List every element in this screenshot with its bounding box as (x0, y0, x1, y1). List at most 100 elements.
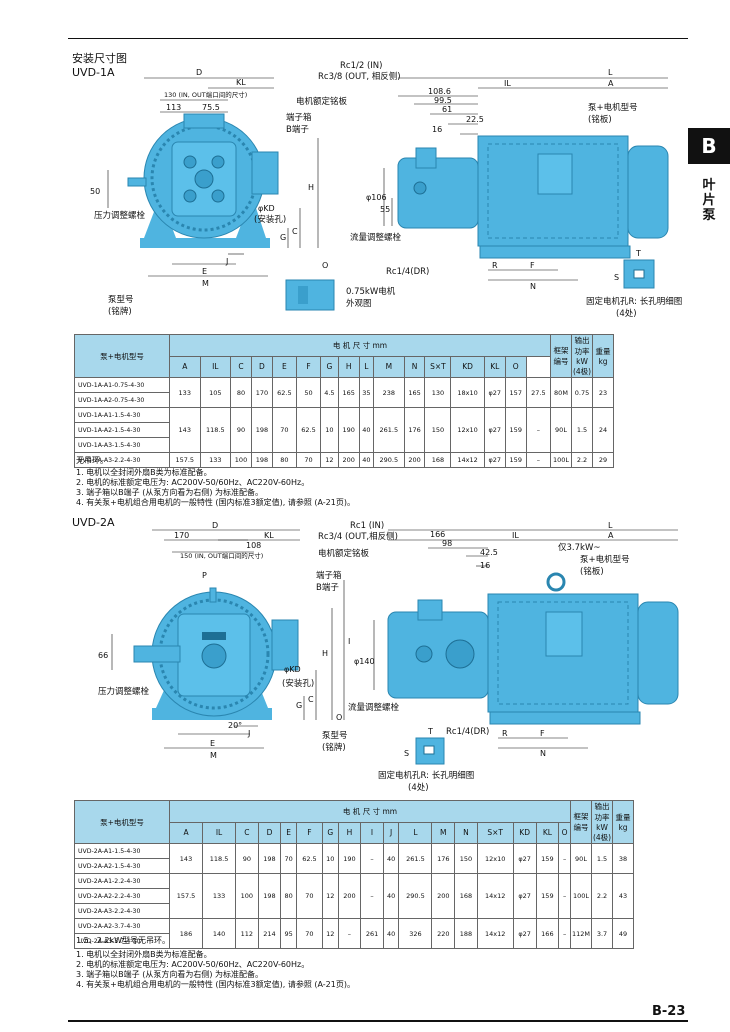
value-cell: 12x10 (476, 843, 514, 874)
weight-cell: 38 (612, 843, 634, 874)
weight-cell: 29 (592, 452, 614, 468)
table2-col-4: E (280, 821, 297, 844)
model-cell: UVD-2A-A2-3.7-4-30 (74, 918, 170, 934)
dim2-i: I (348, 637, 350, 646)
dim2-n: N (540, 749, 546, 758)
value-cell: 130 (424, 377, 452, 408)
model-cell: UVD-1A-A1-1.5-4-30 (74, 407, 170, 423)
dim2-r: R (502, 729, 508, 738)
table2-group-head: 电 机 尺 寸 mm (169, 800, 571, 823)
value-cell: φ27 (512, 918, 537, 949)
value-cell: 143 (168, 843, 204, 874)
table1-col-0: A (169, 355, 201, 378)
label-plate2: (铭板) (588, 114, 612, 125)
value-cell: – (360, 873, 384, 919)
value-cell: 12x10 (450, 407, 485, 453)
table2-col-15: KL (535, 821, 560, 844)
dim-a: A (608, 79, 614, 88)
section-tab-b: B (688, 128, 730, 164)
table2-col-11: M (431, 821, 456, 844)
dim-61: 61 (442, 105, 452, 114)
weight-cell: 23 (592, 377, 614, 408)
power-cell: 2.2 (591, 873, 613, 919)
frame-cell: 90L (550, 407, 572, 453)
label-plate: (铭牌) (108, 306, 132, 317)
label2-pump-motor-model: 泵+电机型号 (580, 554, 630, 565)
dim-n: N (530, 282, 536, 291)
value-cell: 198 (257, 843, 282, 874)
table-row: UVD-2A-A3-2.2-4-30 (74, 903, 634, 919)
value-cell: 140 (202, 918, 237, 949)
value-cell: 198 (250, 452, 273, 468)
power-cell: 1.5 (591, 843, 613, 874)
value-cell: 70 (295, 918, 323, 949)
dim-il: IL (504, 79, 511, 88)
dim-f: F (530, 261, 535, 270)
value-cell: 190 (337, 843, 362, 874)
value-cell: 168 (454, 873, 478, 919)
value-cell: 12 (321, 873, 339, 919)
value-cell: 261 (360, 918, 384, 949)
dim2-16: 16 (480, 561, 490, 570)
value-cell: 70 (271, 407, 297, 453)
table2-col-7: H (337, 821, 362, 844)
table1-col-4: E (271, 355, 297, 378)
table-row: UVD-1A-A2-1.5-4-30 (74, 422, 614, 438)
dim2-170: 170 (174, 531, 189, 540)
value-cell: 80 (280, 873, 297, 919)
section1-title: 安装尺寸图 (72, 52, 127, 65)
dim-kl: KL (236, 78, 246, 87)
dim-225: 22.5 (466, 115, 484, 124)
value-cell: 159 (535, 873, 560, 919)
table1-col-10: N (403, 355, 426, 378)
notes2-pre: 1.5、2.2kW型号无吊环。 (76, 936, 170, 945)
value-cell: 326 (398, 918, 433, 949)
value-cell: 200 (403, 452, 426, 468)
dim2-166: 166 (430, 530, 445, 539)
table2-col-9: J (382, 821, 400, 844)
uvd1a-front-view (127, 113, 279, 248)
notes1-4: 4. 有关泵+电机组合用电机的一般特性 (国内标准3额定值), 请参照 (A-2… (76, 498, 355, 507)
value-cell: 90 (235, 843, 259, 874)
dim2-m: M (210, 751, 217, 760)
value-cell: 176 (403, 407, 426, 453)
label2-terminal-box: 端子箱 (316, 570, 342, 581)
footer-rule (68, 1020, 688, 1022)
value-cell: 95 (280, 918, 297, 949)
dim-d: D (196, 68, 202, 77)
table2-col-14: KD (512, 821, 537, 844)
dim2-150: 150 (IN, OUT端口间的尺寸) (180, 551, 263, 560)
value-cell: 214 (257, 918, 282, 949)
dim2-g: G (296, 701, 302, 710)
dim2-e: E (210, 739, 215, 748)
value-cell: 190 (337, 407, 360, 453)
power-cell: 0.75 (571, 377, 593, 408)
label2-slot-qty: (4处) (408, 782, 429, 793)
value-cell: 100 (235, 873, 259, 919)
value-cell: 159 (504, 452, 527, 468)
value-cell: 70 (295, 873, 323, 919)
dim-130: 130 (IN, OUT端口间的尺寸) (164, 90, 247, 99)
label-flow-screw: 流量调整螺栓 (350, 232, 402, 243)
weight-cell: 24 (592, 407, 614, 453)
label2-drain: Rc1/4(DR) (446, 727, 489, 737)
label-pump-model: 泵型号 (108, 295, 134, 305)
label2-only37: 仅3.7kW~ (558, 542, 600, 553)
value-cell: 186 (168, 918, 204, 949)
dim-50: 50 (90, 187, 100, 196)
label-exterior: 外观图 (346, 298, 372, 309)
dim-55: 55 (380, 205, 390, 214)
value-cell: 165 (403, 377, 426, 408)
power-cell: 3.7 (591, 918, 613, 949)
table-row: UVD-2A-A2-2.2-4-30 (74, 888, 634, 904)
table1-col-1: IL (199, 355, 232, 378)
table1-col-12: KD (450, 355, 485, 378)
dim-s: S (614, 273, 619, 282)
notes1-pre: 无吊环。 (76, 456, 108, 465)
value-cell: 200 (337, 873, 362, 919)
table1-group-head: 电 机 尺 寸 mm (169, 334, 551, 357)
frame-cell: 90L (570, 843, 592, 874)
value-cell: 40 (358, 452, 375, 468)
